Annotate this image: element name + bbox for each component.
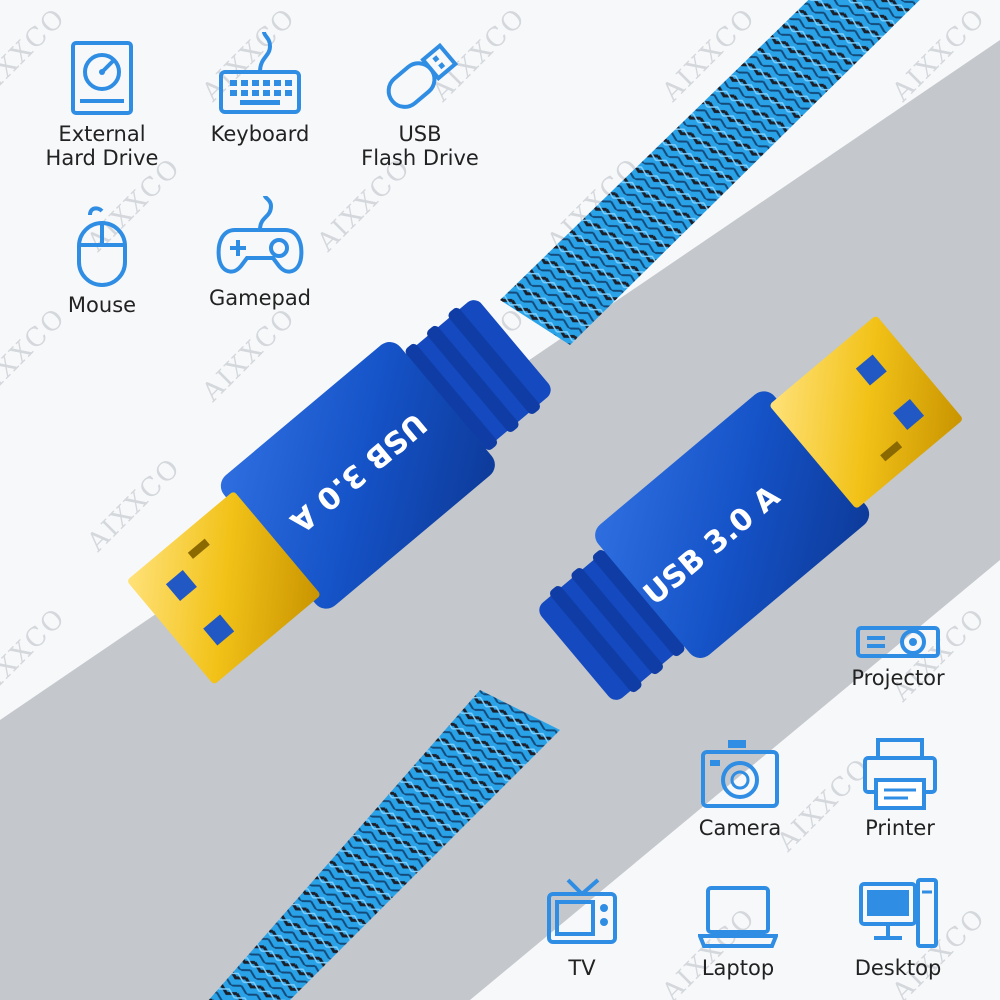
hard-drive-icon (71, 41, 133, 115)
top-connector-housing (220, 342, 495, 609)
projector-item: Projector (818, 620, 978, 690)
usb-flash-drive-label: USB Flash Drive (361, 122, 479, 170)
laptop-item: Laptop (658, 884, 818, 980)
printer-icon (863, 738, 937, 810)
gamepad-label: Gamepad (208, 286, 312, 310)
external-hard-drive-item: External Hard Drive (22, 40, 182, 170)
printer-label: Printer (865, 816, 935, 840)
bottom-braided-cord (208, 690, 560, 1000)
bottom-connector-housing (595, 391, 870, 658)
printer-item: Printer (820, 738, 980, 840)
projector-icon (856, 626, 940, 658)
desktop-label: Desktop (854, 956, 942, 980)
tv-icon (547, 878, 617, 944)
external-hard-drive-label: External Hard Drive (45, 122, 159, 170)
mouse-label: Mouse (67, 293, 137, 317)
laptop-icon (698, 886, 778, 948)
top-usb-plug (128, 492, 320, 684)
keyboard-label: Keyboard (210, 122, 310, 146)
bottom-usb-plug (770, 316, 962, 508)
desktop-item: Desktop (818, 878, 978, 980)
mouse-item: Mouse (22, 205, 182, 317)
tv-item: TV (502, 878, 662, 980)
desktop-icon (859, 878, 938, 948)
camera-label: Camera (698, 816, 782, 840)
gamepad-item: Gamepad (180, 196, 340, 310)
bottom-cable: USB 3.0 A (208, 316, 962, 1000)
keyboard-item: Keyboard (180, 32, 340, 146)
camera-icon (701, 740, 779, 808)
laptop-label: Laptop (701, 956, 775, 980)
flash-drive-icon (386, 42, 459, 109)
mouse-icon (77, 206, 127, 287)
top-braided-cord (500, 0, 920, 345)
tv-label: TV (568, 956, 596, 980)
top-cable: USB 3.0 A (128, 0, 920, 684)
background-band (0, 40, 1000, 1000)
gamepad-icon (216, 196, 304, 274)
usb-flash-drive-item: USB Flash Drive (340, 40, 500, 170)
projector-label: Projector (851, 666, 945, 690)
keyboard-icon (219, 32, 301, 114)
camera-item: Camera (660, 738, 820, 840)
